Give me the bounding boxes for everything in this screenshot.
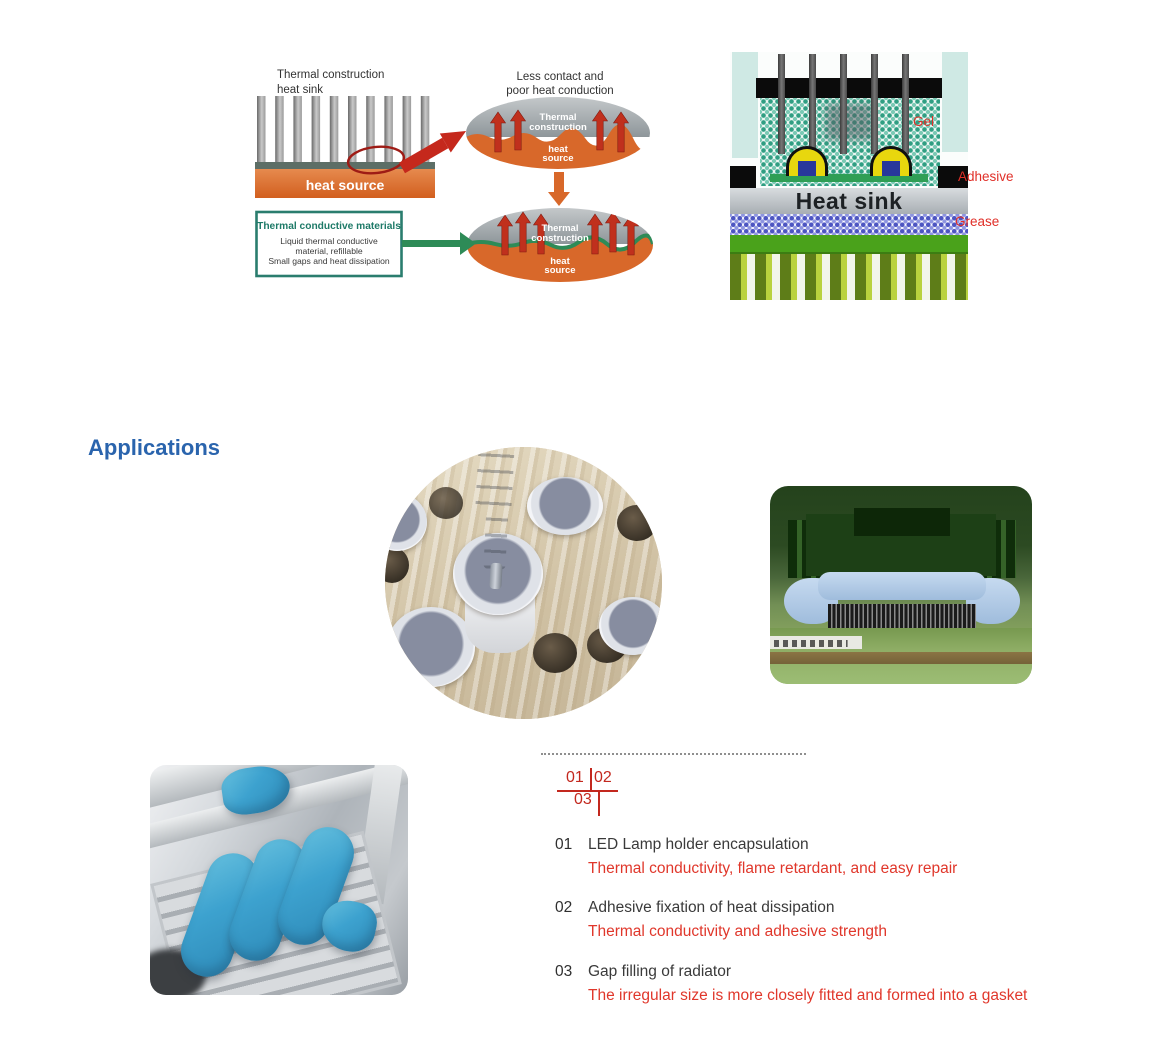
connector-pins — [828, 604, 976, 629]
red-arrow-icon — [399, 131, 467, 174]
item-description: The irregular size is more closely fitte… — [588, 987, 1028, 1004]
application-item-3: 03 Gap filling of radiator The irregular… — [555, 963, 1095, 1005]
item-title: Adhesive fixation of heat dissipation — [588, 899, 835, 916]
gel-smudge — [826, 104, 872, 140]
thermal-diagram: Thermal construction heat sink heat sour… — [255, 69, 653, 282]
putty-photo — [150, 765, 408, 995]
schematic-left-frame — [732, 52, 758, 158]
item-description: Thermal conductivity, flame retardant, a… — [588, 860, 958, 877]
dispenser-nozzle-lower — [483, 504, 509, 570]
heat-sink-label: Heat sink — [795, 188, 903, 214]
gel-label: Gel — [913, 114, 935, 129]
poor-contact-ellipse: Thermal construction heat source — [466, 97, 650, 169]
application-item-2: 02 Adhesive fixation of heat dissipation… — [555, 899, 1095, 941]
heatsink-schematic-image: Heat sink — [730, 52, 968, 300]
schematic-top-bar — [756, 78, 942, 98]
item-number: 01 — [555, 836, 573, 853]
marker-01: 01 — [566, 769, 584, 786]
item-number: 02 — [555, 899, 573, 916]
item-title: LED Lamp holder encapsulation — [588, 836, 809, 853]
contact-annotation-ellipse — [346, 145, 406, 175]
item-number: 03 — [555, 963, 573, 980]
grease-layer — [730, 214, 968, 235]
board-label — [770, 636, 862, 649]
e2-top-line1: Thermal — [542, 223, 579, 234]
pin — [809, 54, 816, 154]
e2-top-line2: construction — [531, 233, 589, 244]
paste-cup — [387, 607, 475, 687]
paste-cup — [599, 597, 662, 655]
marker-03: 03 — [574, 791, 592, 808]
thermal-pad — [818, 572, 986, 600]
schematic-right-frame — [942, 52, 968, 152]
paste-cup — [527, 477, 603, 535]
green-arrow-icon — [402, 232, 476, 255]
e2-bottom-line1: heat — [550, 256, 570, 267]
heat-source-label: heat source — [306, 177, 385, 193]
heat-sink-band: Heat sink — [730, 188, 968, 214]
heatsink-label-line2: heat sink — [277, 84, 323, 96]
problem-label-line1: Less contact and — [517, 71, 604, 83]
adhesive-layer — [770, 174, 928, 182]
module-cap — [854, 508, 950, 536]
dispenser-nozzle — [475, 447, 515, 514]
grease-label: Grease — [955, 214, 1000, 229]
heatsink-fins — [257, 96, 430, 162]
solution-box-line3: Small gaps and heat dissipation — [268, 256, 390, 266]
e2-bottom-line2: source — [544, 265, 575, 276]
board-edge — [770, 652, 1032, 664]
schematic-side-bar — [938, 166, 968, 188]
board-hole — [617, 505, 657, 541]
solution-box-line2: material, refillable — [295, 246, 363, 256]
dispenser-nozzle-tip — [489, 562, 503, 590]
led-die — [798, 161, 816, 176]
solution-box: Thermal conductive materials Liquid ther… — [255, 210, 403, 278]
solution-box-title: Thermal conductive materials — [257, 221, 401, 232]
marker-vline-bottom — [598, 792, 600, 816]
adhesive-label: Adhesive — [958, 169, 1014, 184]
heatsink-base — [255, 162, 435, 169]
board-hole — [533, 633, 577, 673]
heatsink-label-line1: Thermal construction — [277, 69, 384, 81]
e1-bottom-line2: source — [542, 153, 573, 164]
schematic-side-bar — [730, 166, 756, 188]
pin — [871, 54, 878, 154]
dotted-separator — [541, 753, 806, 755]
problem-label-line2: poor heat conduction — [506, 85, 613, 97]
e1-bottom-line1: heat — [548, 144, 568, 155]
led-component — [870, 146, 912, 176]
board-hole — [429, 487, 463, 519]
applications-heading: Applications — [88, 435, 221, 460]
item-title: Gap filling of radiator — [588, 963, 732, 980]
e1-top-line1: Thermal — [540, 112, 577, 123]
marker-vline-top — [590, 768, 592, 790]
led-die — [882, 161, 900, 176]
marker-02: 02 — [594, 769, 612, 786]
e1-top-line2: construction — [529, 122, 587, 133]
application-item-1: 01 LED Lamp holder encapsulation Thermal… — [555, 836, 1095, 878]
down-arrow-icon — [548, 172, 570, 206]
pin — [778, 54, 785, 154]
dispensing-photo — [385, 447, 662, 719]
pcb-photo — [770, 486, 1032, 684]
fin-base — [730, 235, 968, 254]
marker-hline — [557, 790, 618, 792]
pin — [840, 54, 847, 154]
led-component — [786, 146, 828, 176]
pin — [902, 54, 909, 154]
heat-source-block — [255, 169, 435, 198]
item-description: Thermal conductivity and adhesive streng… — [588, 923, 887, 940]
good-contact-ellipse: Thermal construction heat source — [467, 208, 653, 282]
solution-box-line1: Liquid thermal conductive — [280, 236, 378, 246]
radiator-fins — [730, 254, 968, 300]
